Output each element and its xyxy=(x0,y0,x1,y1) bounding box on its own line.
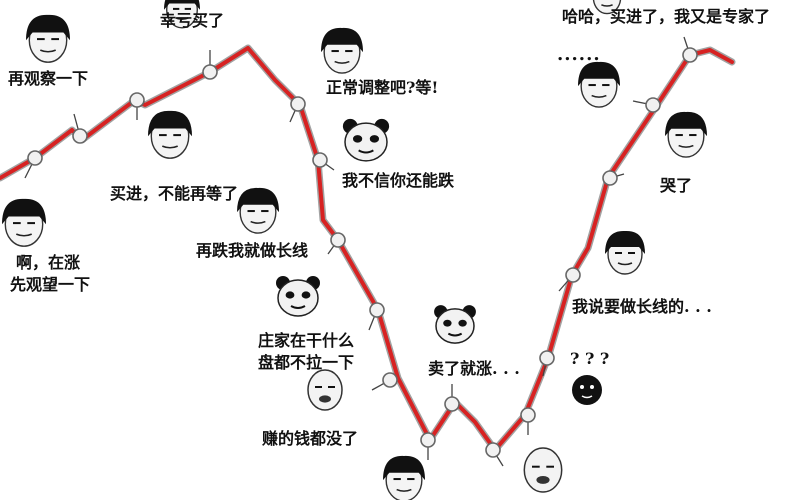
bald-face-icon xyxy=(523,447,563,493)
price-node xyxy=(27,150,43,166)
caption-glad-bought: 幸亏买了 xyxy=(160,11,225,30)
caption-expert-again: 哈哈，买进了，我又是专家了 xyxy=(562,7,771,26)
caption-wait-and-see: 先观望一下 xyxy=(10,275,91,294)
price-node xyxy=(682,47,698,63)
caption-normal-adjustment: 正常调整吧?等! xyxy=(326,78,439,97)
panda-face-icon xyxy=(342,118,390,162)
caption-buy-now: 买进，不能再等了 xyxy=(110,184,239,203)
shadow-figure-icon xyxy=(572,375,602,405)
caption-whale-doing: 庄家在干什么 xyxy=(258,331,355,350)
price-node xyxy=(539,350,555,366)
price-node xyxy=(565,267,581,283)
price-node xyxy=(420,432,436,448)
caption-rising: 啊，在涨 xyxy=(16,253,81,272)
rage-comic-face-icon xyxy=(383,455,425,500)
panda-face-icon xyxy=(276,276,320,317)
caption-not-pulled: 盘都不拉一下 xyxy=(258,353,355,372)
rage-comic-face-icon xyxy=(237,187,279,234)
rage-comic-face-icon xyxy=(665,111,707,158)
price-node xyxy=(312,152,328,168)
bald-face-icon xyxy=(307,369,343,411)
price-node xyxy=(290,96,306,112)
caption-cried: 哭了 xyxy=(660,176,693,195)
rage-comic-face-icon xyxy=(164,0,200,29)
caption-question-marks: ? ? ? xyxy=(570,349,610,368)
rage-comic-face-icon xyxy=(2,198,46,247)
rage-comic-face-icon xyxy=(592,0,622,15)
price-node xyxy=(330,232,346,248)
caption-observe-again: 再观察一下 xyxy=(8,69,89,88)
price-node xyxy=(382,372,398,388)
rage-comic-face-icon xyxy=(578,61,620,108)
caption-gains-gone: 赚的钱都没了 xyxy=(262,429,359,448)
caption-ellipsis: ...... xyxy=(557,44,601,65)
price-node xyxy=(202,64,218,80)
caption-cannot-fall: 我不信你还能跌 xyxy=(342,171,455,190)
price-node xyxy=(602,170,618,186)
price-node xyxy=(645,97,661,113)
caption-sold-then-rose: 卖了就涨. . . xyxy=(428,359,520,378)
price-node xyxy=(485,442,501,458)
price-node xyxy=(72,128,88,144)
rage-comic-face-icon xyxy=(26,14,70,63)
price-node xyxy=(444,396,460,412)
caption-said-long-term: 我说要做长线的. . . xyxy=(572,297,712,316)
rage-comic-face-icon xyxy=(605,230,645,275)
caption-long-term: 再跌我就做长线 xyxy=(196,241,309,260)
panda-face-icon xyxy=(434,305,476,344)
rage-comic-face-icon xyxy=(148,110,192,159)
price-node xyxy=(129,92,145,108)
rage-comic-face-icon xyxy=(321,27,363,74)
price-node xyxy=(369,302,385,318)
price-node xyxy=(520,407,536,423)
